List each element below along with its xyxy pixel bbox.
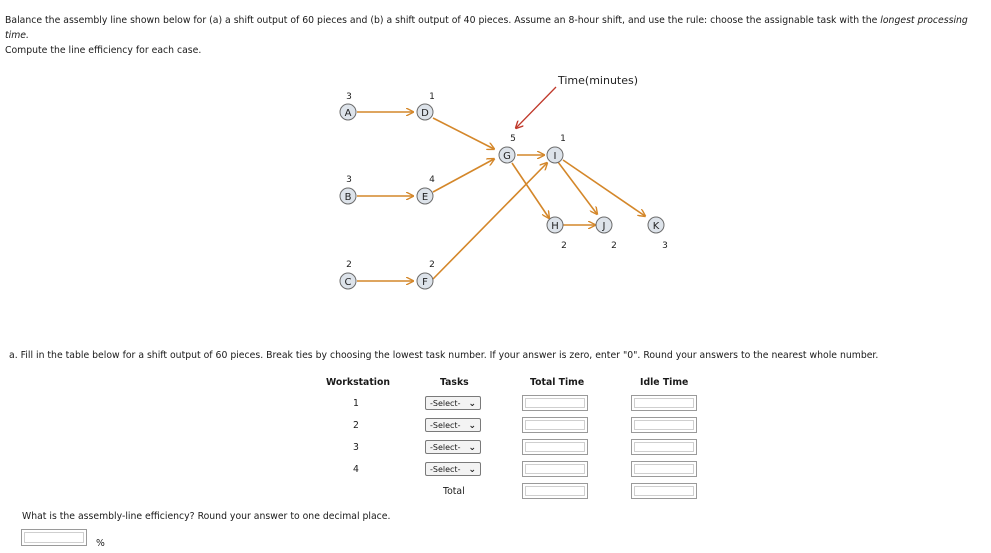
task-node-b: B 3: [339, 175, 357, 205]
part-a-instruction: a. Fill in the table below for a shift o…: [9, 350, 879, 361]
svg-text:A: A: [345, 108, 352, 119]
svg-text:K: K: [653, 221, 660, 232]
workstation-number: 3: [353, 442, 359, 453]
task-time: 1: [560, 134, 566, 144]
tasks-select-3[interactable]: -Select-⌄: [425, 440, 481, 454]
task-time: 3: [346, 92, 352, 102]
intro-emphasis: longest processing time.: [5, 15, 968, 41]
efficiency-input[interactable]: [21, 529, 87, 546]
idle-time-input-1[interactable]: [631, 395, 697, 411]
task-time: 2: [429, 260, 435, 270]
task-time: 5: [510, 134, 516, 144]
idle-time-input-total[interactable]: [631, 483, 697, 499]
task-time: 3: [662, 241, 668, 251]
efficiency-question: What is the assembly-line efficiency? Ro…: [22, 511, 391, 522]
task-node-j: J 2: [595, 216, 617, 251]
task-node-k: K 3: [647, 216, 668, 251]
header-tasks: Tasks: [440, 377, 469, 388]
edge-e-g: [432, 159, 494, 193]
chevron-down-icon: ⌄: [468, 443, 476, 453]
idle-time-input-2[interactable]: [631, 417, 697, 433]
task-node-h: H 2: [546, 216, 567, 251]
tasks-select-4[interactable]: -Select-⌄: [425, 462, 481, 476]
svg-text:G: G: [503, 151, 511, 162]
workstation-number: 1: [353, 398, 359, 409]
idle-time-input-4[interactable]: [631, 461, 697, 477]
task-node-d: D 1: [416, 92, 435, 121]
header-total-time: Total Time: [530, 377, 585, 388]
total-time-input-total[interactable]: [522, 483, 588, 499]
tasks-select-2[interactable]: -Select-⌄: [425, 418, 481, 432]
svg-text:C: C: [345, 277, 352, 288]
svg-text:J: J: [602, 221, 606, 232]
task-node-c: C 2: [339, 260, 357, 290]
time-label: Time(minutes): [557, 74, 638, 87]
chevron-down-icon: ⌄: [468, 465, 476, 475]
task-time: 2: [611, 241, 617, 251]
edge-f-i: [432, 163, 547, 280]
svg-text:F: F: [422, 277, 428, 288]
svg-text:E: E: [422, 192, 428, 203]
total-time-input-2[interactable]: [522, 417, 588, 433]
total-time-input-3[interactable]: [522, 439, 588, 455]
svg-text:B: B: [345, 192, 352, 203]
task-node-a: A 3: [339, 92, 357, 121]
workstation-number: 4: [353, 464, 359, 475]
total-time-input-1[interactable]: [522, 395, 588, 411]
precedence-diagram: Time(minutes) A 3 B 3 C 2 D 1 E 4 F 2 G …: [339, 74, 668, 290]
time-pointer-arrow: [516, 86, 557, 128]
task-time: 2: [346, 260, 352, 270]
edge-g-h: [511, 162, 549, 218]
tasks-select-1[interactable]: -Select-⌄: [425, 396, 481, 410]
percent-unit: %: [96, 538, 105, 549]
edge-d-g: [432, 117, 494, 149]
edge-i-j: [557, 161, 597, 214]
intro-text-2: Compute the line efficiency for each cas…: [5, 45, 202, 56]
intro-text: Balance the assembly line shown below fo…: [5, 15, 881, 26]
chevron-down-icon: ⌄: [468, 399, 476, 409]
task-node-i: I 1: [546, 134, 566, 164]
task-node-e: E 4: [416, 175, 435, 205]
header-idle-time: Idle Time: [640, 377, 689, 388]
svg-text:H: H: [551, 221, 559, 232]
total-time-input-4[interactable]: [522, 461, 588, 477]
task-time: 3: [346, 175, 352, 185]
chevron-down-icon: ⌄: [468, 421, 476, 431]
idle-time-input-3[interactable]: [631, 439, 697, 455]
svg-text:D: D: [421, 108, 429, 119]
task-time: 2: [561, 241, 567, 251]
total-label: Total: [443, 486, 465, 497]
svg-text:I: I: [554, 151, 557, 162]
workstation-number: 2: [353, 420, 359, 431]
task-node-g: G 5: [498, 134, 516, 164]
header-workstation: Workstation: [326, 377, 390, 388]
problem-statement: Balance the assembly line shown below fo…: [5, 13, 980, 58]
task-node-f: F 2: [416, 260, 435, 290]
task-time: 4: [429, 175, 435, 185]
task-time: 1: [429, 92, 435, 102]
edge-i-k: [562, 159, 645, 216]
